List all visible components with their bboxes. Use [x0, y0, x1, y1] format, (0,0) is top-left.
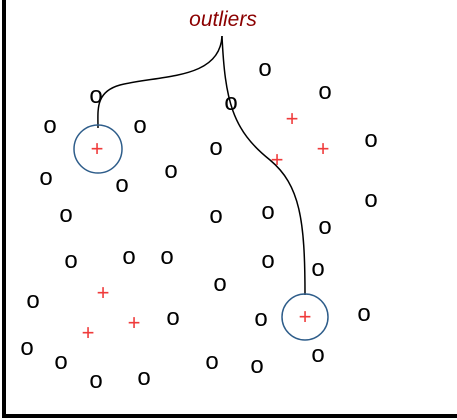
normal-point: o: [54, 348, 67, 375]
plus-point: +: [97, 280, 110, 305]
normal-point: o: [164, 157, 177, 184]
normal-point: o: [261, 247, 274, 274]
plus-point: +: [317, 136, 330, 161]
normal-point: o: [318, 213, 331, 240]
normal-point: o: [133, 112, 146, 139]
normal-point: o: [318, 78, 331, 105]
normal-point: o: [209, 134, 222, 161]
normal-point: o: [357, 300, 370, 327]
normal-point: o: [64, 247, 77, 274]
outliers-label: outliers: [189, 8, 257, 31]
normal-point: o: [250, 352, 263, 379]
normal-point: o: [364, 186, 377, 213]
normal-point: o: [43, 112, 56, 139]
normal-point: o: [39, 164, 52, 191]
normal-point: o: [205, 348, 218, 375]
plus-points: + + + + + + + +: [82, 106, 330, 345]
outlier-point-circled: +: [91, 136, 104, 161]
plus-point: +: [286, 106, 299, 131]
connector-right: [221, 35, 306, 296]
normal-point: o: [122, 243, 135, 270]
outlier-point-circled: +: [299, 304, 312, 329]
normal-point: o: [224, 89, 237, 116]
normal-point: o: [213, 270, 226, 297]
outlier-highlight-circle: [281, 293, 329, 341]
normal-point: o: [166, 304, 179, 331]
outlier-highlight-circle: [73, 124, 123, 174]
normal-point: o: [20, 334, 33, 361]
normal-point: o: [137, 364, 150, 391]
normal-point: o: [254, 305, 267, 332]
normal-point: o: [115, 171, 128, 198]
normal-point: o: [311, 341, 324, 368]
normal-point: o: [311, 255, 324, 282]
normal-point: o: [261, 198, 274, 225]
normal-point: o: [258, 55, 271, 82]
plus-point: +: [128, 310, 141, 335]
normal-point: o: [160, 243, 173, 270]
normal-point: o: [59, 201, 72, 228]
plus-point: +: [82, 320, 95, 345]
normal-point: o: [89, 367, 102, 394]
normal-point: o: [26, 287, 39, 314]
normal-points: o o o o o o o o o o o o o o o o o o o o …: [20, 55, 377, 394]
normal-point: o: [364, 126, 377, 153]
normal-point: o: [209, 202, 222, 229]
normal-point: o: [89, 82, 102, 109]
plus-point: +: [271, 147, 284, 172]
connector-left: [97, 35, 223, 129]
